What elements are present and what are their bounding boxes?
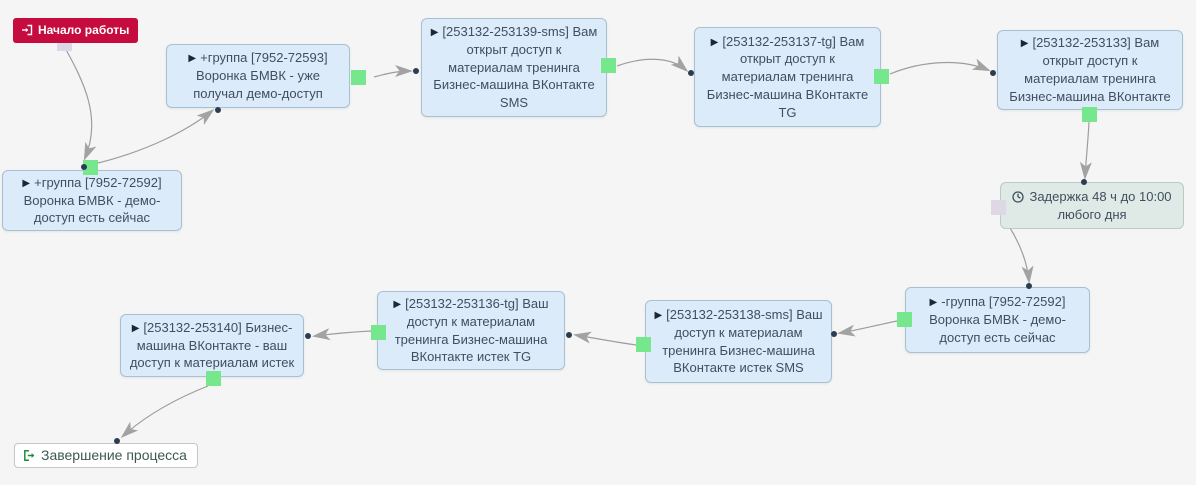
node-label: [253132-253139-sms] Вам открыт доступ к … xyxy=(433,24,598,111)
node-label: [253132-253137-tg] Вам открыт доступ к м… xyxy=(706,33,869,120)
start-node[interactable]: Начало работы xyxy=(13,18,139,43)
node-label: Задержка 48 ч до 10:00 любого дня xyxy=(1029,188,1172,222)
addgroup72592-top-connector[interactable] xyxy=(83,160,98,175)
edge-sms-expired-to-tg-expired xyxy=(573,331,637,346)
clock-icon xyxy=(1012,191,1025,203)
edge-vk-open-to-delay xyxy=(1079,121,1092,180)
edge-sms-open-to-tg-open xyxy=(616,55,689,72)
edge-addgroup72593-to-sms-open xyxy=(373,65,413,78)
node-sms-access-open[interactable]: ▶[253132-253139-sms] Вам открыт доступ к… xyxy=(421,18,607,117)
addgroup72593-output-connector[interactable] xyxy=(351,70,366,85)
delay-left-connector[interactable] xyxy=(991,200,1006,215)
start-node-label: Начало работы xyxy=(38,23,130,37)
play-icon: ▶ xyxy=(929,297,938,309)
edge-start-to-addgroup72592 xyxy=(63,45,97,161)
node-vk-access-open[interactable]: ▶[253132-253133] Вам открыт доступ к мат… xyxy=(997,30,1183,110)
play-icon: ▶ xyxy=(1020,38,1029,50)
edge-vk-expired-to-end xyxy=(120,385,209,438)
play-icon: ▶ xyxy=(710,36,719,48)
sign-out-icon xyxy=(24,449,35,461)
node-tg-access-open[interactable]: ▶[253132-253137-tg] Вам открыт доступ к … xyxy=(694,27,881,127)
edge-addgroup72592-to-addgroup72593 xyxy=(93,109,215,165)
edge-tg-expired-to-vk-expired xyxy=(312,328,372,341)
delay-node[interactable]: Задержка 48 ч до 10:00 любого дня xyxy=(1000,182,1184,229)
play-icon: ▶ xyxy=(654,309,663,321)
sms-open-output-connector[interactable] xyxy=(601,58,616,73)
vk-open-output-connector[interactable] xyxy=(1082,107,1097,122)
node-label: +группа [7952-72593] Воронка БМВК - уже … xyxy=(193,50,328,101)
node-label: -группа [7952-72592] Воронка БМВК - демо… xyxy=(929,294,1066,345)
node-add-group-72592[interactable]: ▶+группа [7952-72592] Воронка БМВК - дем… xyxy=(2,170,182,231)
play-icon: ▶ xyxy=(131,322,140,334)
play-icon: ▶ xyxy=(188,53,197,65)
removegroup-output-connector[interactable] xyxy=(897,312,912,327)
vk-expired-output-connector[interactable] xyxy=(206,371,221,386)
edge-removegroup-to-sms-expired xyxy=(837,320,898,337)
node-label: [253132-253138-sms] Ваш доступ к материа… xyxy=(662,306,823,376)
node-tg-access-expired[interactable]: ▶[253132-253136-tg] Ваш доступ к материа… xyxy=(377,291,565,370)
play-icon: ▶ xyxy=(393,298,402,310)
node-label: [253132-253140] Бизнес-машина ВКонтакте … xyxy=(129,319,295,371)
end-node[interactable]: Завершение процесса xyxy=(14,443,198,468)
end-node-label: Завершение процесса xyxy=(41,447,187,463)
node-label: [253132-253133] Вам открыт доступ к мате… xyxy=(1009,35,1171,104)
node-sms-access-expired[interactable]: ▶[253132-253138-sms] Ваш доступ к матери… xyxy=(645,300,832,383)
node-add-group-72593[interactable]: ▶+группа [7952-72593] Воронка БМВК - уже… xyxy=(166,44,350,108)
play-icon: ▶ xyxy=(430,27,439,38)
node-label: [253132-253136-tg] Ваш доступ к материал… xyxy=(394,295,549,365)
node-vk-access-expired[interactable]: ▶[253132-253140] Бизнес-машина ВКонтакте… xyxy=(120,314,304,377)
edge-tg-open-to-vk-open xyxy=(889,58,991,75)
node-remove-group-72592[interactable]: ▶-группа [7952-72592] Воронка БМВК - дем… xyxy=(905,287,1090,353)
tg-expired-output-connector[interactable] xyxy=(371,325,386,340)
sign-in-icon xyxy=(22,24,33,36)
sms-expired-output-connector[interactable] xyxy=(636,337,651,352)
node-label: +группа [7952-72592] Воронка БМВК - демо… xyxy=(23,174,162,226)
play-icon: ▶ xyxy=(22,177,31,189)
tg-open-output-connector[interactable] xyxy=(874,69,889,84)
